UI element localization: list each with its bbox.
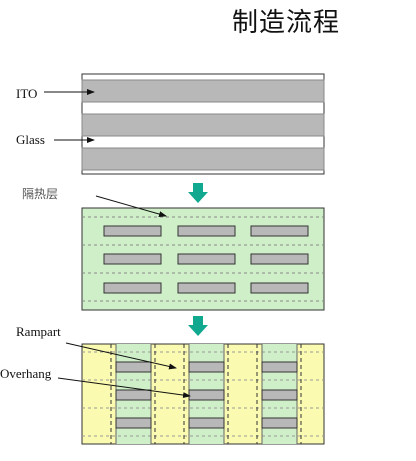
panel-substrate <box>81 73 325 175</box>
ito-stripe <box>81 79 325 103</box>
pad <box>188 417 225 429</box>
pad <box>188 389 225 401</box>
pad <box>115 389 152 401</box>
process-arrow-icon <box>188 183 208 203</box>
label-ito: ITO <box>16 86 38 101</box>
label-rampart: Rampart <box>16 324 61 339</box>
process-arrow-icon <box>188 316 208 336</box>
pad <box>177 282 236 294</box>
panel-insulation <box>81 207 325 311</box>
pad <box>250 282 309 294</box>
pad <box>188 361 225 373</box>
ito-stripe <box>81 147 325 171</box>
label-glass: Glass <box>16 132 45 147</box>
pad <box>261 389 298 401</box>
pad <box>103 253 162 265</box>
pad <box>250 253 309 265</box>
pad <box>115 417 152 429</box>
panel-rampart <box>81 343 325 445</box>
arrow-overhang <box>57 377 191 399</box>
pad <box>177 253 236 265</box>
page-title: 制造流程 <box>232 8 341 38</box>
arrow-insulation <box>95 195 167 217</box>
pad <box>261 361 298 373</box>
pad <box>261 417 298 429</box>
pad <box>250 225 309 237</box>
pad <box>115 361 152 373</box>
ito-stripe <box>81 113 325 137</box>
arrow-rampart <box>65 342 177 370</box>
pad <box>103 225 162 237</box>
label-insulation-layer: 隔热层 <box>22 187 59 201</box>
pad <box>103 282 162 294</box>
pad <box>177 225 236 237</box>
label-overhang: Overhang <box>0 366 52 381</box>
